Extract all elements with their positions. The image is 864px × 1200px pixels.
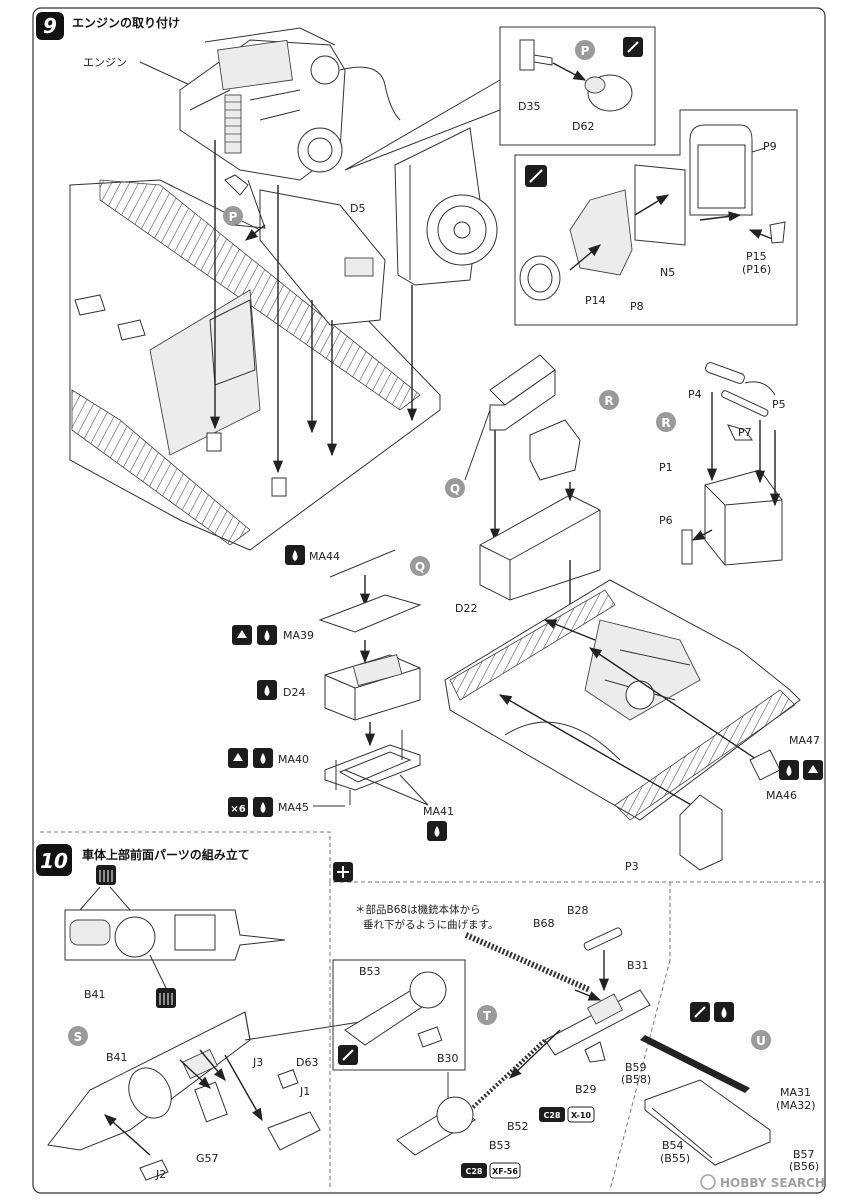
front-plate-view: B41 [64,865,286,1008]
engine-assembly: エンジン [83,27,401,181]
svg-text:P3: P3 [625,860,639,873]
svg-text:B53: B53 [489,1139,511,1152]
svg-text:＊部品B68は機銃本体から: ＊部品B68は機銃本体から [355,903,481,916]
svg-text:D35: D35 [518,100,540,113]
step-number-badge [36,12,64,40]
svg-text:Q: Q [415,560,425,574]
r-subassembly: R R P4 P5 P7 P1 P6 [529,362,786,702]
u-assembly: U B59 (B58) MA31 (MA32) B54 (B55) B57 (B… [621,1002,819,1173]
svg-text:P: P [581,44,590,58]
battery-box-d22: Q D22 [445,354,601,615]
svg-text:B68: B68 [533,917,555,930]
step-10-divider-3 [609,959,671,1191]
svg-text:P6: P6 [659,514,673,527]
svg-text:S: S [74,1030,83,1044]
svg-text:B31: B31 [627,959,649,972]
watermark: HOBBY SEARCH [700,1174,825,1190]
svg-text:D22: D22 [455,602,477,615]
svg-text:B53: B53 [359,965,381,978]
svg-text:10: 10 [40,849,68,873]
svg-text:車体上部前面パーツの組み立て: 車体上部前面パーツの組み立て [82,847,250,862]
svg-text:×6: ×6 [230,804,245,815]
svg-text:D5: D5 [350,202,365,215]
svg-text:HOBBY SEARCH: HOBBY SEARCH [720,1176,825,1190]
svg-text:J1: J1 [299,1085,310,1098]
t-machine-gun: ＊部品B68は機銃本体から 垂れ下がるように曲げます。 B68 B28 B31 … [332,862,651,1179]
svg-text:MA31: MA31 [780,1086,811,1099]
step-10-header: 10 車体上部前面パーツの組み立て [36,844,250,876]
svg-text:P4: P4 [688,388,702,401]
svg-text:N5: N5 [660,266,675,279]
svg-text:C28: C28 [465,1167,482,1176]
engine-label: エンジン [83,56,127,69]
svg-text:B41: B41 [106,1051,128,1064]
s-assembly: S B41 J3 D63 J1 G57 J2 [47,1011,361,1181]
svg-text:P5: P5 [772,398,786,411]
texture-icon [96,865,116,885]
svg-text:P9: P9 [763,140,777,153]
svg-text:D63: D63 [296,1056,318,1069]
svg-text:XF-56: XF-56 [492,1167,518,1176]
svg-text:(B56): (B56) [789,1160,819,1173]
svg-text:MA39: MA39 [283,629,314,642]
svg-text:MA41: MA41 [423,805,454,818]
svg-text:B57: B57 [793,1148,815,1161]
svg-text:MA46: MA46 [766,789,797,802]
radiator-fan [394,127,498,286]
svg-text:(P16): (P16) [742,263,771,276]
svg-text:B59: B59 [625,1061,647,1074]
hull-lower: MA47 MA46 P3 [444,579,823,873]
step-title: エンジンの取り付け [72,15,180,30]
inset-d35-d62: P D35 D62 [344,26,656,171]
svg-text:B52: B52 [507,1120,529,1133]
svg-text:(MA32): (MA32) [776,1099,816,1112]
svg-text:P14: P14 [585,294,606,307]
svg-text:(B58): (B58) [621,1073,651,1086]
step-number: 9 [43,14,57,38]
svg-text:P: P [229,210,238,224]
svg-text:MA40: MA40 [278,753,309,766]
step-10-divider [40,831,825,960]
svg-text:B41: B41 [84,988,106,1001]
texture-icon-2 [156,988,176,1008]
svg-text:U: U [756,1034,766,1048]
svg-text:D24: D24 [283,686,305,699]
page-frame [32,7,826,1194]
svg-text:J3: J3 [252,1056,263,1069]
svg-text:B28: B28 [567,904,589,917]
svg-text:P1: P1 [659,461,673,474]
svg-text:B30: B30 [437,1052,459,1065]
svg-text:P7: P7 [738,426,752,439]
hull-upper: D5 P [69,140,441,551]
svg-text:(B55): (B55) [660,1152,690,1165]
svg-text:G57: G57 [196,1152,219,1165]
svg-text:Q: Q [450,482,460,496]
svg-text:P8: P8 [630,300,644,313]
svg-text:R: R [604,394,613,408]
svg-text:T: T [483,1009,492,1023]
svg-text:MA45: MA45 [278,801,309,814]
svg-text:MA47: MA47 [789,734,820,747]
svg-text:MA44: MA44 [309,550,340,563]
svg-text:垂れ下がるように曲げます。: 垂れ下がるように曲げます。 [363,918,498,931]
step-9-header: 9 エンジンの取り付け [36,12,180,40]
svg-text:C28: C28 [543,1111,560,1120]
multiplier-badge [228,797,248,817]
svg-text:B29: B29 [575,1083,597,1096]
svg-text:R: R [661,416,670,430]
battery-stack: MA44 Q MA39 D24 MA40 ×6 MA45 [228,545,454,841]
svg-text:B54: B54 [662,1139,684,1152]
inset-p9-n5-p14: P9 N5 P15 (P16) P14 P8 [514,109,798,326]
svg-text:D62: D62 [572,120,594,133]
svg-text:P15: P15 [746,250,767,263]
svg-text:X-10: X-10 [571,1111,591,1120]
svg-text:J2: J2 [155,1168,166,1181]
